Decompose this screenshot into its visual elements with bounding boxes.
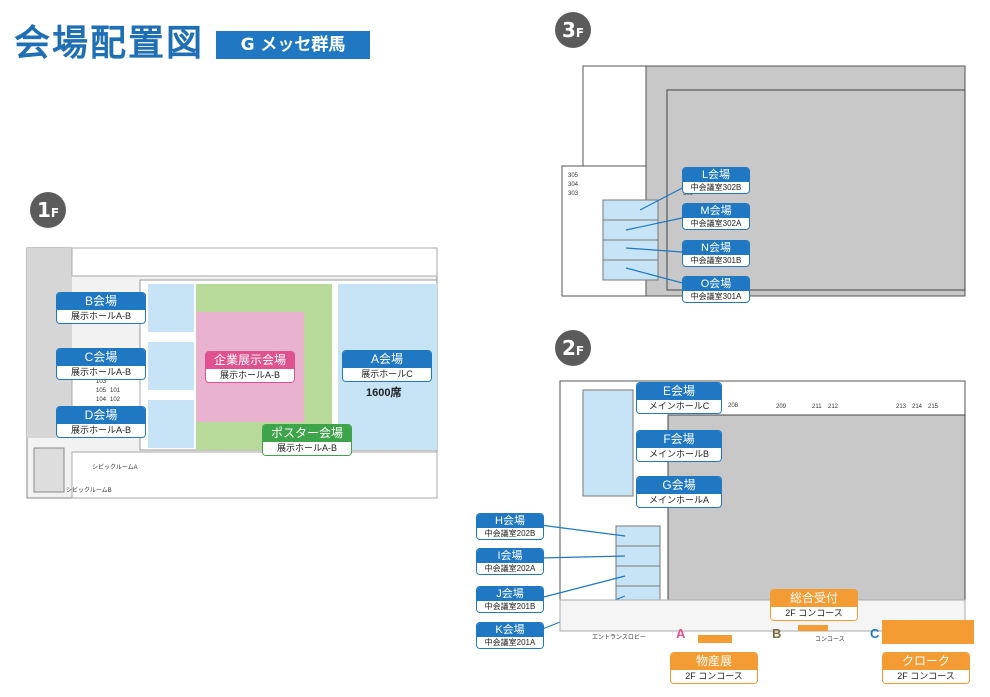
floor-badge-2f: 2F (555, 330, 591, 366)
venue-a-seats: 1600席 (366, 387, 402, 399)
venue-k-label[interactable]: K会場 中会議室201A (476, 622, 544, 649)
venue-c-name: C会場 (57, 349, 145, 366)
page-title: 会場配置図 (14, 23, 205, 64)
venue-a-name: A会場 (343, 351, 431, 368)
expo-label[interactable]: 企業展示会場 展示ホールA-B (205, 351, 295, 383)
venue-badge: G メッセ群馬 (216, 31, 370, 59)
room-number-214: 214 (912, 404, 923, 410)
cloak-room: 2F コンコース (883, 670, 969, 683)
civic-room-a-label: シビックルームA (92, 465, 138, 471)
venue-d-name: D会場 (57, 407, 145, 424)
venue-j-label[interactable]: J会場 中会議室201B (476, 586, 544, 613)
venue-j-room: 中会議室201B (477, 601, 543, 612)
venue-o-label[interactable]: O会場 中会議室301A (682, 276, 750, 303)
expo-name: 企業展示会場 (206, 352, 294, 369)
venue-f-room: メインホールB (637, 448, 721, 461)
venue-i-name: I会場 (477, 549, 543, 563)
venue-e-name: E会場 (637, 383, 721, 400)
venue-c-room: 展示ホールA-B (57, 366, 145, 379)
room-number-208: 208 (728, 403, 739, 409)
venue-f-name: F会場 (637, 431, 721, 448)
venue-d-room: 展示ホールA-B (57, 424, 145, 437)
room-number-212: 212 (828, 404, 839, 410)
marker-b: B (772, 626, 782, 641)
venue-h-name: H会場 (477, 514, 543, 528)
venue-a-label[interactable]: A会場 展示ホールC (342, 350, 432, 382)
venue-n-name: N会場 (683, 241, 749, 255)
products-name: 物産展 (671, 653, 757, 670)
venue-m-name: M会場 (683, 204, 749, 218)
marker-c: C (870, 626, 880, 641)
floor-badge-3f: 3F (555, 12, 591, 48)
expo-room: 展示ホールA-B (206, 369, 294, 382)
venue-i-label[interactable]: I会場 中会議室202A (476, 548, 544, 575)
venue-e-room: メインホールC (637, 400, 721, 413)
cloak-name: クローク (883, 653, 969, 670)
room-number-215: 215 (928, 404, 939, 410)
poster-name: ポスター会場 (263, 425, 351, 442)
venue-g-room: メインホールA (637, 494, 721, 507)
concourse-label: コンコース (815, 637, 845, 643)
venue-o-name: O会場 (683, 277, 749, 291)
floor-2f-plan (539, 380, 974, 644)
venue-m-room: 中会議室302A (683, 218, 749, 229)
reception-label[interactable]: 総合受付 2F コンコース (770, 589, 858, 621)
venue-n-room: 中会議室301B (683, 255, 749, 266)
venue-i-room: 中会議室202A (477, 563, 543, 574)
civic-room-b-label: シビックルームB (66, 488, 112, 494)
venue-d-label[interactable]: D会場 展示ホールA-B (56, 406, 146, 438)
room-number-211: 211 (812, 404, 822, 410)
venue-h-label[interactable]: H会場 中会議室202B (476, 513, 544, 540)
venue-j-name: J会場 (477, 587, 543, 601)
products-label[interactable]: 物産展 2F コンコース (670, 652, 758, 684)
entrance-label: エントランスロビー (592, 635, 646, 641)
floor-badge-1f: 1F (30, 192, 66, 228)
venue-l-name: L会場 (683, 168, 749, 182)
venue-b-name: B会場 (57, 293, 145, 310)
reception-room: 2F コンコース (771, 607, 857, 620)
poster-label[interactable]: ポスター会場 展示ホールA-B (262, 424, 352, 456)
reception-name: 総合受付 (771, 590, 857, 607)
room-number-209: 209 (776, 404, 787, 410)
venue-k-room: 中会議室201A (477, 637, 543, 648)
venue-o-room: 中会議室301A (683, 291, 749, 302)
venue-m-label[interactable]: M会場 中会議室302A (682, 203, 750, 230)
venue-e-label[interactable]: E会場 メインホールC (636, 382, 722, 414)
cloak-label[interactable]: クローク 2F コンコース (882, 652, 970, 684)
poster-room: 展示ホールA-B (263, 442, 351, 455)
venue-g-name: G会場 (637, 477, 721, 494)
venue-b-room: 展示ホールA-B (57, 310, 145, 323)
venue-l-room: 中会議室302B (683, 182, 749, 193)
venue-k-name: K会場 (477, 623, 543, 637)
venue-c-label[interactable]: C会場 展示ホールA-B (56, 348, 146, 380)
products-room: 2F コンコース (671, 670, 757, 683)
floor-3f-plan (561, 65, 966, 297)
venue-h-room: 中会議室202B (477, 528, 543, 539)
venue-a-room: 展示ホールC (343, 368, 431, 381)
venue-b-label[interactable]: B会場 展示ホールA-B (56, 292, 146, 324)
room-number-213: 213 (896, 404, 907, 410)
venue-l-label[interactable]: L会場 中会議室302B (682, 167, 750, 194)
venue-n-label[interactable]: N会場 中会議室301B (682, 240, 750, 267)
venue-f-label[interactable]: F会場 メインホールB (636, 430, 722, 462)
venue-g-label[interactable]: G会場 メインホールA (636, 476, 722, 508)
marker-a: A (676, 626, 686, 641)
